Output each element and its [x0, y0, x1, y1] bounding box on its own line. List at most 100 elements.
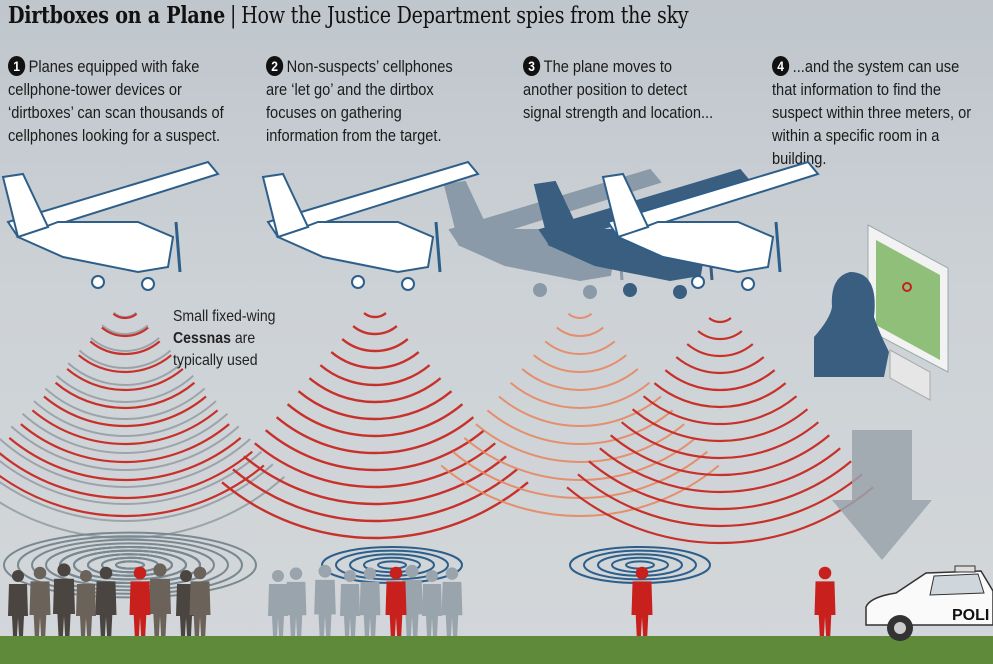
- person-body: [314, 579, 336, 636]
- signal-wave: [90, 337, 160, 352]
- plane-tail: [443, 180, 492, 247]
- signal-wave: [101, 324, 149, 335]
- plane-tail: [601, 172, 650, 239]
- signal-wave: [521, 368, 639, 391]
- signal-wave: [308, 377, 442, 404]
- signal-wave: [566, 486, 874, 545]
- person-body: [268, 584, 288, 636]
- ground-signal-ring: [335, 549, 449, 581]
- person-head: [635, 566, 649, 580]
- person-head: [272, 570, 284, 582]
- signal-wave: [275, 416, 475, 455]
- ground-signal-ring: [73, 549, 187, 581]
- person-head: [180, 570, 192, 582]
- title-main: Dirtboxes on a Plane: [8, 2, 225, 29]
- signal-wave: [0, 464, 265, 518]
- signal-wave: [0, 438, 251, 488]
- step-text: The plane moves to another position to d…: [523, 57, 714, 122]
- signal-wave: [610, 434, 830, 477]
- ground-signal-ring: [87, 553, 173, 577]
- person-head: [80, 570, 92, 582]
- bystander-person: [314, 564, 336, 636]
- signal-wave: [20, 423, 230, 464]
- signal-wave: [463, 437, 697, 481]
- bystander-person: [53, 563, 75, 636]
- map-screen: [876, 240, 940, 360]
- person-head: [426, 570, 438, 582]
- person-head: [289, 567, 303, 580]
- analyst-silhouette: [814, 272, 889, 377]
- plane-wheel: [351, 275, 365, 289]
- police-car: POLI: [865, 565, 993, 641]
- signal-wave: [31, 409, 219, 446]
- signal-wave: [66, 368, 184, 392]
- plane-wheel: [691, 275, 705, 289]
- signal-wave: [67, 362, 183, 386]
- person-body: [149, 578, 171, 636]
- bystander-person: [95, 566, 117, 636]
- signal-wave: [112, 312, 138, 320]
- signal-wave: [0, 463, 274, 522]
- bystander-person: [268, 570, 288, 636]
- signal-wave: [341, 338, 409, 353]
- signal-wave: [221, 481, 529, 540]
- person-body: [340, 584, 360, 636]
- ground-signal-ring: [45, 542, 215, 588]
- ground: [0, 636, 993, 664]
- down-arrow-icon: [832, 430, 932, 560]
- person-head: [153, 563, 167, 577]
- plane-tail: [533, 180, 582, 247]
- person-body: [401, 579, 423, 636]
- bystander-person: [401, 564, 423, 636]
- cessna-plane-icon: [601, 160, 820, 291]
- person-head: [344, 570, 356, 582]
- bystander-person: [422, 570, 442, 636]
- person-body: [441, 581, 463, 636]
- plane-wheel: [583, 285, 597, 299]
- cessna-plane-icon: [1, 160, 220, 291]
- person-body: [814, 581, 836, 636]
- person-head: [405, 564, 419, 578]
- plane-propeller: [774, 221, 782, 273]
- signal-wave: [620, 421, 820, 460]
- signal-wave: [319, 364, 431, 387]
- ground-signal-ring: [115, 560, 145, 570]
- plane-wing: [606, 160, 820, 239]
- person-head: [99, 566, 113, 580]
- ground-signal-ring: [3, 531, 257, 599]
- title-subtitle: How the Justice Department spies from th…: [241, 3, 689, 29]
- person-body: [29, 581, 51, 636]
- person-body: [95, 581, 117, 636]
- plane-tail: [261, 172, 310, 239]
- cessna-plane-icon: [261, 160, 480, 291]
- signal-wave: [43, 395, 207, 428]
- signal-wave: [78, 349, 172, 369]
- step-4: 4...and the system can use that informat…: [772, 55, 978, 170]
- signal-wave: [533, 354, 627, 373]
- signal-wave: [54, 381, 196, 410]
- plane-wheel: [91, 275, 105, 289]
- signal-wave: [631, 408, 809, 443]
- bystander-person: [285, 567, 307, 636]
- signal-wave: [708, 317, 732, 324]
- ground-signal-ring: [583, 549, 697, 581]
- person-body: [189, 581, 211, 636]
- bystander-person: [441, 567, 463, 636]
- person-body: [385, 581, 407, 636]
- plane-tail: [1, 172, 50, 239]
- bystander-person: [76, 570, 96, 636]
- person-body: [359, 581, 381, 636]
- signal-wave: [664, 369, 776, 392]
- suspect-person: [631, 566, 653, 636]
- ground-signal-ring: [31, 538, 229, 592]
- plane-wing: [266, 160, 480, 239]
- signal-wave: [509, 381, 651, 409]
- signal-wave: [33, 400, 217, 437]
- signal-wave: [486, 409, 674, 445]
- signal-wave: [697, 330, 743, 341]
- person-body: [76, 584, 96, 636]
- bystander-person: [189, 566, 211, 636]
- person-head: [445, 567, 459, 580]
